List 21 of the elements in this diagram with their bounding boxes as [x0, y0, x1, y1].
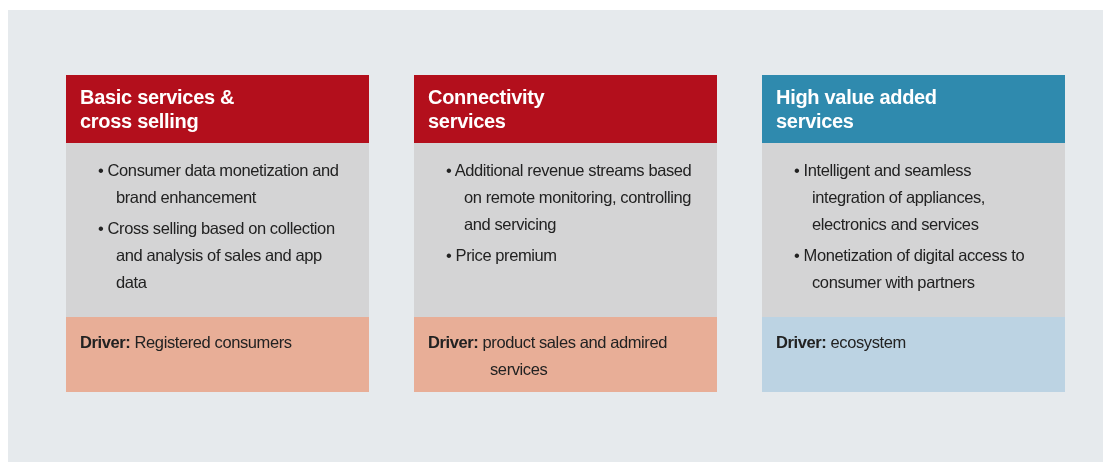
- driver-text: Driver: ecosystem: [776, 332, 907, 353]
- bullet-list-panel: [66, 143, 369, 317]
- driver-text: Driver: product sales and admired services: [428, 332, 669, 380]
- driver-panel: [414, 317, 717, 392]
- bullet-item: • Price premium: [446, 245, 558, 266]
- bullet-item: • Monetization of digital access to consumer with partners: [794, 245, 1026, 293]
- card-header: [414, 75, 717, 143]
- bullet-item: • Consumer data monetization and brand enhancement: [98, 160, 340, 208]
- card-header: [66, 75, 369, 143]
- header-title: High value added services: [776, 85, 938, 133]
- driver-panel: [762, 317, 1065, 392]
- bullet-list-panel: [414, 143, 717, 317]
- bullet-item: • Additional revenue streams based on remote monitoring, controlling and servicing: [446, 160, 693, 235]
- header-title: Connectivity services: [428, 85, 546, 133]
- header-title: Basic services & cross selling: [80, 85, 236, 133]
- bullet-list-panel: [762, 143, 1065, 317]
- driver-panel: [66, 317, 369, 392]
- bullet-item: • Intelligent and seamless integration of appliances, electronics and services: [794, 160, 987, 235]
- card-header: [762, 75, 1065, 143]
- bullet-item: • Cross selling based on collection and analysis of sales and app data: [98, 218, 336, 293]
- driver-text: Driver: Registered consumers: [80, 332, 293, 353]
